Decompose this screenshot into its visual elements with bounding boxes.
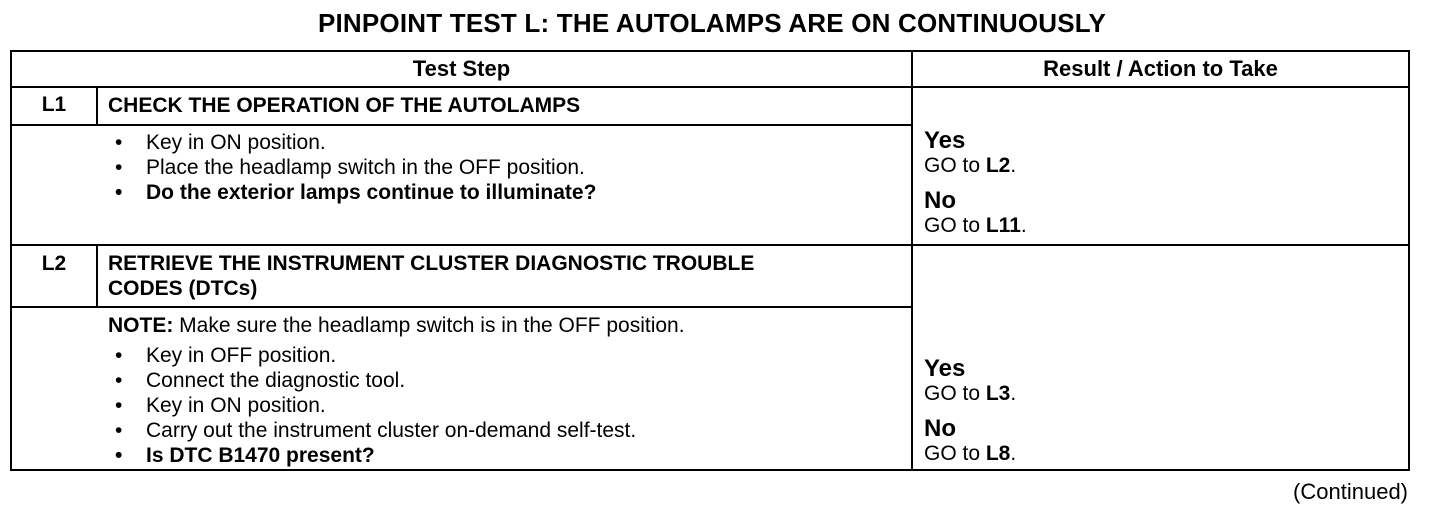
result-yes-label: Yes — [924, 127, 966, 154]
list-item: Key in OFF position. — [108, 343, 898, 368]
header-divider — [12, 86, 1408, 88]
step-heading-l2: RETRIEVE THE INSTRUMENT CLUSTER DIAGNOST… — [108, 252, 755, 300]
step-id-l1: L1 — [41, 93, 67, 116]
list-item: Is DTC B1470 present? — [108, 443, 898, 468]
row-divider — [12, 244, 1408, 246]
result-yes-action: GO to L3. — [924, 382, 1017, 405]
list-item: Place the headlamp switch in the OFF pos… — [108, 155, 898, 180]
list-item: Key in ON position. — [108, 130, 898, 155]
id-divider-l1 — [96, 88, 98, 124]
result-no-label: No — [924, 415, 956, 442]
note-text: Make sure the headlamp switch is in the … — [173, 314, 685, 337]
step-body-l2: NOTE: Make sure the headlamp switch is i… — [108, 313, 898, 468]
result-yes-action: GO to L2. — [924, 154, 1017, 177]
goto-link[interactable]: L2 — [985, 154, 1011, 177]
list-item: Connect the diagnostic tool. — [108, 368, 898, 393]
result-l2: Yes GO to L3. No GO to L8. — [924, 356, 1016, 466]
column-divider — [911, 52, 913, 469]
header-result-action: Result / Action to Take — [1043, 56, 1278, 81]
result-yes-label: Yes — [924, 355, 966, 382]
step-body-l1: Key in ON position. Place the headlamp s… — [108, 130, 898, 205]
result-l1: Yes GO to L2. No GO to L11. — [924, 128, 1027, 238]
result-no-action: GO to L8. — [924, 442, 1017, 465]
note-label: NOTE: — [108, 314, 174, 337]
pinpoint-test-table: Test Step Result / Action to Take L1 CHE… — [10, 50, 1410, 471]
step-id-l2: L2 — [41, 252, 67, 275]
list-item: Do the exterior lamps continue to illumi… — [108, 180, 898, 205]
goto-link[interactable]: L8 — [985, 442, 1011, 465]
page-title: PINPOINT TEST L: THE AUTOLAMPS ARE ON CO… — [317, 8, 1107, 38]
l2-heading-divider — [12, 306, 911, 308]
step-note: NOTE: Make sure the headlamp switch is i… — [108, 313, 898, 338]
list-item: Carry out the instrument cluster on-dema… — [108, 418, 898, 443]
goto-link[interactable]: L11 — [985, 214, 1021, 237]
continued-label: (Continued) — [1293, 479, 1408, 504]
result-no-action: GO to L11. — [924, 214, 1027, 237]
goto-link[interactable]: L3 — [985, 382, 1011, 405]
id-divider-l2 — [96, 246, 98, 306]
step-heading-l1: CHECK THE OPERATION OF THE AUTOLAMPS — [108, 94, 581, 117]
l1-heading-divider — [12, 124, 911, 126]
list-item: Key in ON position. — [108, 393, 898, 418]
header-test-step: Test Step — [412, 56, 511, 81]
result-no-label: No — [924, 187, 956, 214]
